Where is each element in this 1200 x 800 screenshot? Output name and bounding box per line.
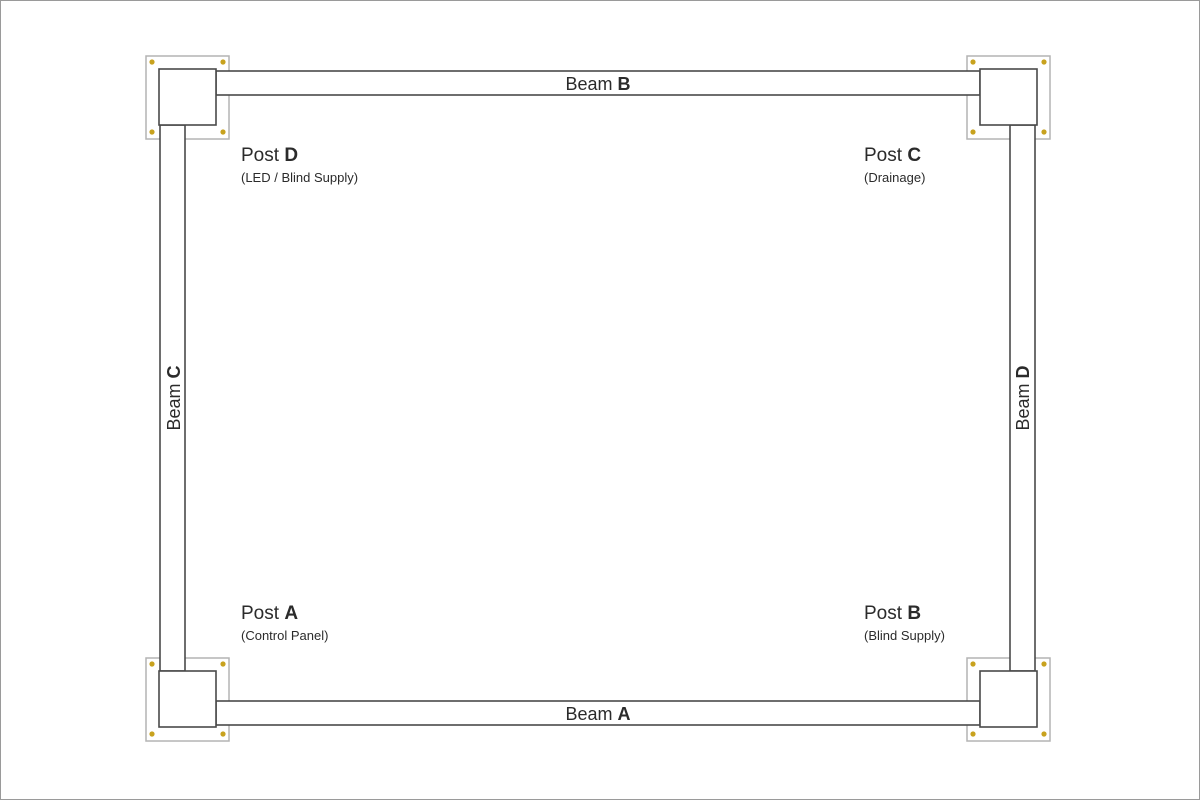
post-d (158, 68, 217, 126)
bolt (149, 129, 155, 135)
post-b-label: Post B (864, 603, 921, 624)
bolt (220, 661, 226, 667)
bolt (1041, 129, 1047, 135)
beam-c (159, 124, 186, 672)
beam-d (1009, 124, 1036, 672)
beam-c-label: Beam C (164, 365, 184, 430)
bolt (149, 59, 155, 65)
post-c-note: (Drainage) (864, 170, 925, 185)
post-a-note: (Control Panel) (241, 628, 328, 643)
bolt (1041, 731, 1047, 737)
bolt (149, 661, 155, 667)
bolt (1041, 59, 1047, 65)
post-b (979, 670, 1038, 728)
post-a (158, 670, 217, 728)
post-d-note: (LED / Blind Supply) (241, 170, 358, 185)
bolt (970, 129, 976, 135)
beam-b (215, 70, 981, 96)
post-d-label: Post D (241, 145, 298, 166)
bolt (970, 59, 976, 65)
bolt (220, 731, 226, 737)
post-b-note: (Blind Supply) (864, 628, 945, 643)
bolt (1041, 661, 1047, 667)
bolt (220, 59, 226, 65)
bolt (220, 129, 226, 135)
beam-d-label: Beam D (1013, 365, 1033, 430)
beam-b-label: Beam B (565, 74, 630, 94)
post-c (979, 68, 1038, 126)
post-c-label: Post C (864, 145, 921, 166)
post-a-label: Post A (241, 603, 298, 624)
bolt (149, 731, 155, 737)
bolt (970, 731, 976, 737)
beam-a-label: Beam A (565, 704, 630, 724)
bolt (970, 661, 976, 667)
